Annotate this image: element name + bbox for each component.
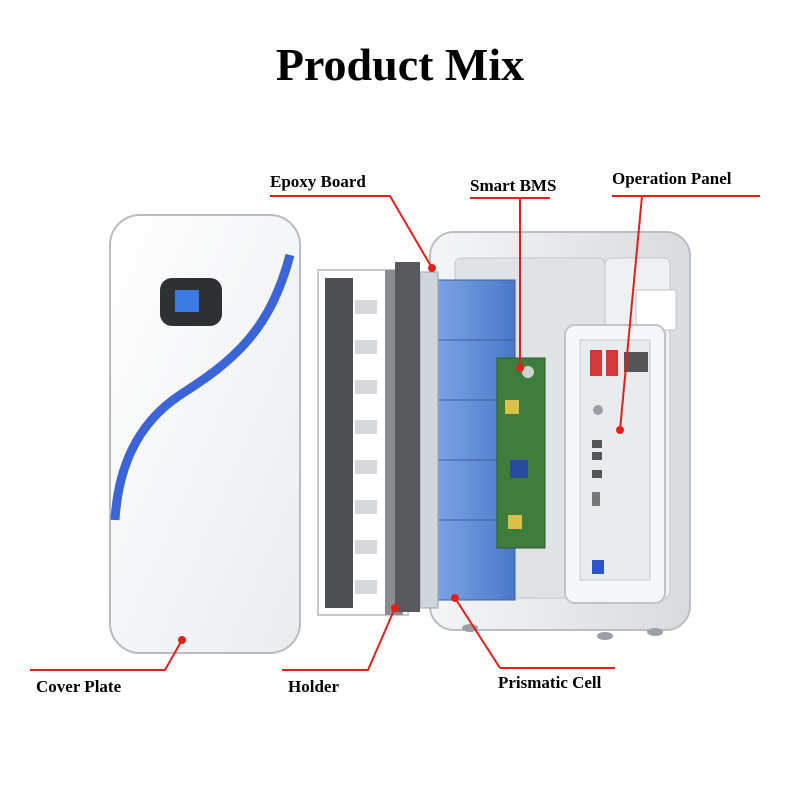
label-operation-panel: Operation Panel [612,169,732,188]
label-holder: Holder [288,677,339,696]
label-epoxy-board: Epoxy Board [270,172,366,191]
label-cover-plate: Cover Plate [36,677,122,696]
cover-plate [109,214,301,654]
leader-lines [30,195,760,671]
smart-bms-board [496,357,546,549]
label-prismatic-cell: Prismatic Cell [498,673,602,692]
label-smart-bms: Smart BMS [470,176,557,195]
page-title: Product Mix [275,39,525,90]
operation-panel-box [564,324,666,604]
holder-frames [317,262,420,616]
